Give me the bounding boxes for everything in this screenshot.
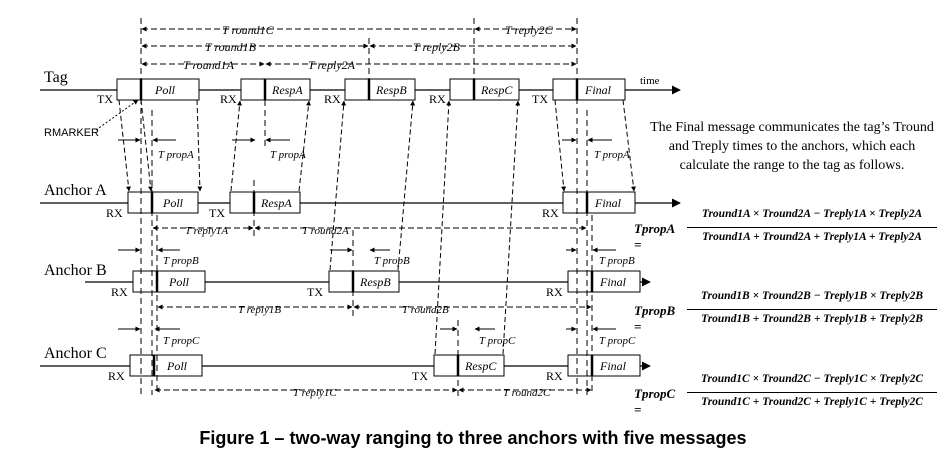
svg-text:Poll: Poll bbox=[168, 275, 190, 289]
tround1c-label: T round1C bbox=[222, 23, 275, 37]
treply1b-label: T reply1B bbox=[238, 304, 281, 316]
treply1c-label: T reply1C bbox=[293, 387, 337, 399]
equation-b-fraction-bar bbox=[687, 309, 937, 310]
svg-text:RespA: RespA bbox=[271, 83, 303, 97]
tround1b-label: T round1B bbox=[205, 40, 257, 54]
tag-rx-respa: RX bbox=[220, 92, 237, 106]
equation-a-lhs: TpropA = bbox=[634, 221, 675, 252]
tag-final-box: Final bbox=[552, 78, 626, 101]
treply2a-label: T reply2A bbox=[308, 58, 356, 72]
rmarker-pointer bbox=[95, 99, 139, 131]
svg-text:Final: Final bbox=[584, 83, 612, 97]
equation-b-numerator: Tround1B × Tround2B − Treply1B × Treply2… bbox=[700, 290, 924, 302]
svg-text:Final: Final bbox=[599, 359, 627, 373]
svg-text:RespC: RespC bbox=[464, 359, 497, 373]
anchor-b-final-box: Final bbox=[567, 270, 641, 293]
anchor-a-label: Anchor A bbox=[44, 182, 107, 199]
anchor-a-tx-respa: TX bbox=[209, 206, 225, 220]
equation-a-fraction-bar bbox=[687, 227, 937, 228]
equation-c-lhs: TpropC = bbox=[634, 386, 676, 417]
svg-text:Poll: Poll bbox=[166, 359, 188, 373]
anchor-b-poll-box: Poll bbox=[132, 270, 206, 293]
anchor-a-respa-box: RespA bbox=[229, 191, 301, 214]
treply1a-label: T reply1A bbox=[185, 225, 228, 237]
dashed-guides bbox=[140, 18, 593, 400]
equation-b-lhs: TpropB = bbox=[634, 303, 676, 334]
anchor-a-rx-poll: RX bbox=[106, 206, 123, 220]
equation-c-denominator: Tround1C + Tround2C + Treply1C + Treply2… bbox=[701, 396, 923, 408]
tround2a-label: T round2A bbox=[302, 225, 349, 237]
tag-tx-poll: TX bbox=[97, 92, 113, 106]
equation-b-denominator: Tround1B + Tround2B + Treply1B + Treply2… bbox=[701, 313, 923, 325]
equation-a-numerator: Tround1A × Tround2A − Treply1A × Treply2… bbox=[701, 208, 923, 220]
prop-markers bbox=[118, 137, 616, 332]
tag-respb-box: RespB bbox=[344, 78, 416, 101]
tpropb-label-3: T propB bbox=[599, 255, 635, 267]
rmarker-label: RMARKER bbox=[44, 127, 99, 139]
anchor-c-rx-poll: RX bbox=[108, 369, 125, 383]
tag-tx-final: TX bbox=[532, 92, 548, 106]
time-label: time bbox=[640, 75, 660, 87]
tpropa-label-3: T propA bbox=[594, 149, 630, 161]
tpropc-label-3: T propC bbox=[599, 335, 636, 347]
svg-text:RespB: RespB bbox=[375, 83, 407, 97]
equation-c-fraction-bar bbox=[687, 392, 937, 393]
anchor-b-label: Anchor B bbox=[44, 262, 107, 279]
equation-a-denominator: Tround1A + Tround2A + Treply1A + Treply2… bbox=[702, 231, 922, 243]
tpropb-label-2: T propB bbox=[374, 255, 410, 267]
tag-respa-box: RespA bbox=[240, 78, 311, 101]
svg-text:RespB: RespB bbox=[359, 275, 391, 289]
anchor-c-rx-final: RX bbox=[546, 369, 563, 383]
anchor-b-respb-box: RespB bbox=[328, 270, 400, 293]
anchor-a-rx-final: RX bbox=[542, 206, 559, 220]
anchor-a-poll-box: Poll bbox=[127, 191, 199, 214]
treply2c-label: T reply2C bbox=[505, 23, 554, 37]
tag-rx-respc: RX bbox=[429, 92, 446, 106]
svg-text:Final: Final bbox=[599, 275, 627, 289]
tag-poll-box: Poll bbox=[116, 78, 200, 101]
anchor-a-final-box: Final bbox=[562, 191, 636, 214]
anchor-c-final-box: Final bbox=[567, 354, 641, 377]
tpropa-label-1: T propA bbox=[158, 149, 194, 161]
svg-text:Poll: Poll bbox=[162, 196, 184, 210]
anchor-c-respc-box: RespC bbox=[433, 354, 505, 377]
tround2b-label: T round2B bbox=[402, 304, 449, 316]
equation-c-numerator: Tround1C × Tround2C − Treply1C × Treply2… bbox=[700, 373, 924, 385]
svg-text:RespC: RespC bbox=[480, 83, 513, 97]
svg-text:Poll: Poll bbox=[154, 83, 176, 97]
anchor-c-poll-box: Poll bbox=[129, 354, 203, 377]
final-message-note: The Final message communicates the tag’s… bbox=[650, 120, 934, 173]
flight-arrows bbox=[118, 99, 636, 355]
top-intervals bbox=[141, 26, 577, 67]
tpropc-label-1: T propC bbox=[163, 335, 200, 347]
svg-text:Final: Final bbox=[594, 196, 622, 210]
anchor-c-label: Anchor C bbox=[44, 345, 107, 362]
tag-rx-respb: RX bbox=[324, 92, 341, 106]
anchor-intervals bbox=[152, 225, 592, 393]
tpropa-label-2: T propA bbox=[270, 149, 306, 161]
tpropc-label-2: T propC bbox=[479, 335, 516, 347]
anchor-c-tx-respc: TX bbox=[412, 369, 428, 383]
figure-caption: Figure 1 – two-way ranging to three anch… bbox=[199, 428, 747, 448]
anchor-b-tx-respb: TX bbox=[307, 285, 323, 299]
anchor-b-rx-final: RX bbox=[546, 285, 563, 299]
treply2b-label: T reply2B bbox=[413, 40, 461, 54]
svg-text:RespA: RespA bbox=[260, 196, 292, 210]
tround2c-label: T round2C bbox=[503, 387, 551, 399]
tag-respc-box: RespC bbox=[449, 78, 520, 101]
tpropb-label-1: T propB bbox=[163, 255, 199, 267]
tag-label: Tag bbox=[44, 69, 68, 86]
anchor-b-rx-poll: RX bbox=[111, 285, 128, 299]
tround1a-label: T round1A bbox=[183, 58, 235, 72]
